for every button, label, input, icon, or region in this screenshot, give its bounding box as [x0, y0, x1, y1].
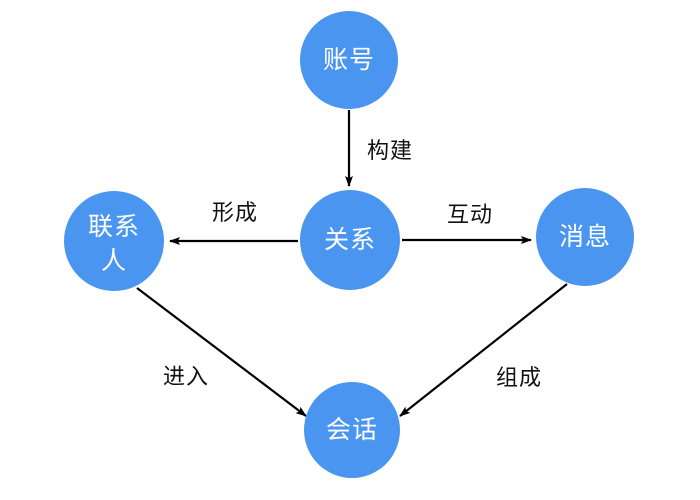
node-account-label: 账号: [323, 45, 375, 74]
node-contact[interactable]: 联系 人: [64, 191, 164, 291]
node-relationship-circle[interactable]: [300, 190, 400, 290]
edge-enter-line: [136, 287, 307, 417]
edge-form: 形成: [169, 201, 298, 245]
node-relationship[interactable]: 关系: [300, 190, 400, 290]
node-relationship-label: 关系: [324, 225, 376, 254]
node-message[interactable]: 消息: [536, 188, 634, 286]
edge-interact: 互动: [402, 203, 532, 244]
node-session[interactable]: 会话: [304, 382, 400, 478]
node-account[interactable]: 账号: [300, 11, 398, 109]
edge-compose-line: [399, 283, 568, 417]
node-message-circle[interactable]: [536, 188, 634, 286]
edge-enter-label: 进入: [163, 365, 209, 390]
edge-enter: 进入: [136, 287, 307, 417]
edge-compose: 组成: [399, 283, 568, 417]
node-contact-circle[interactable]: [64, 191, 164, 291]
edge-interact-label: 互动: [447, 203, 493, 228]
edge-form-label: 形成: [212, 201, 258, 226]
edge-compose-label: 组成: [496, 366, 542, 391]
node-message-label: 消息: [559, 222, 611, 251]
edge-build-label: 构建: [367, 139, 413, 164]
node-session-circle[interactable]: [304, 382, 400, 478]
node-session-label: 会话: [326, 415, 378, 444]
edge-build: 构建: [345, 110, 413, 187]
node-contact-label-line2: 人: [101, 246, 127, 275]
node-account-circle[interactable]: [300, 11, 398, 109]
node-contact-label-line1: 联系: [88, 212, 140, 241]
